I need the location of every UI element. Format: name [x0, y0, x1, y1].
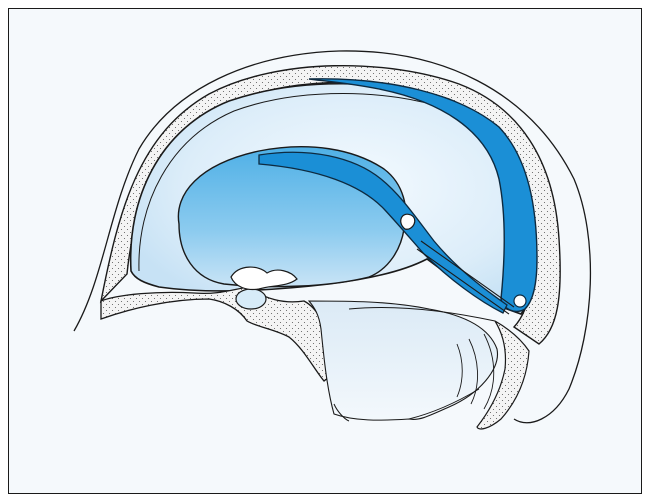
ventricle-bulb: [514, 295, 526, 307]
pituitary-sella: [236, 289, 266, 309]
fornix-hook: [401, 214, 415, 229]
brain-sagittal-diagram: [9, 9, 641, 493]
illustration-frame: [8, 8, 642, 494]
